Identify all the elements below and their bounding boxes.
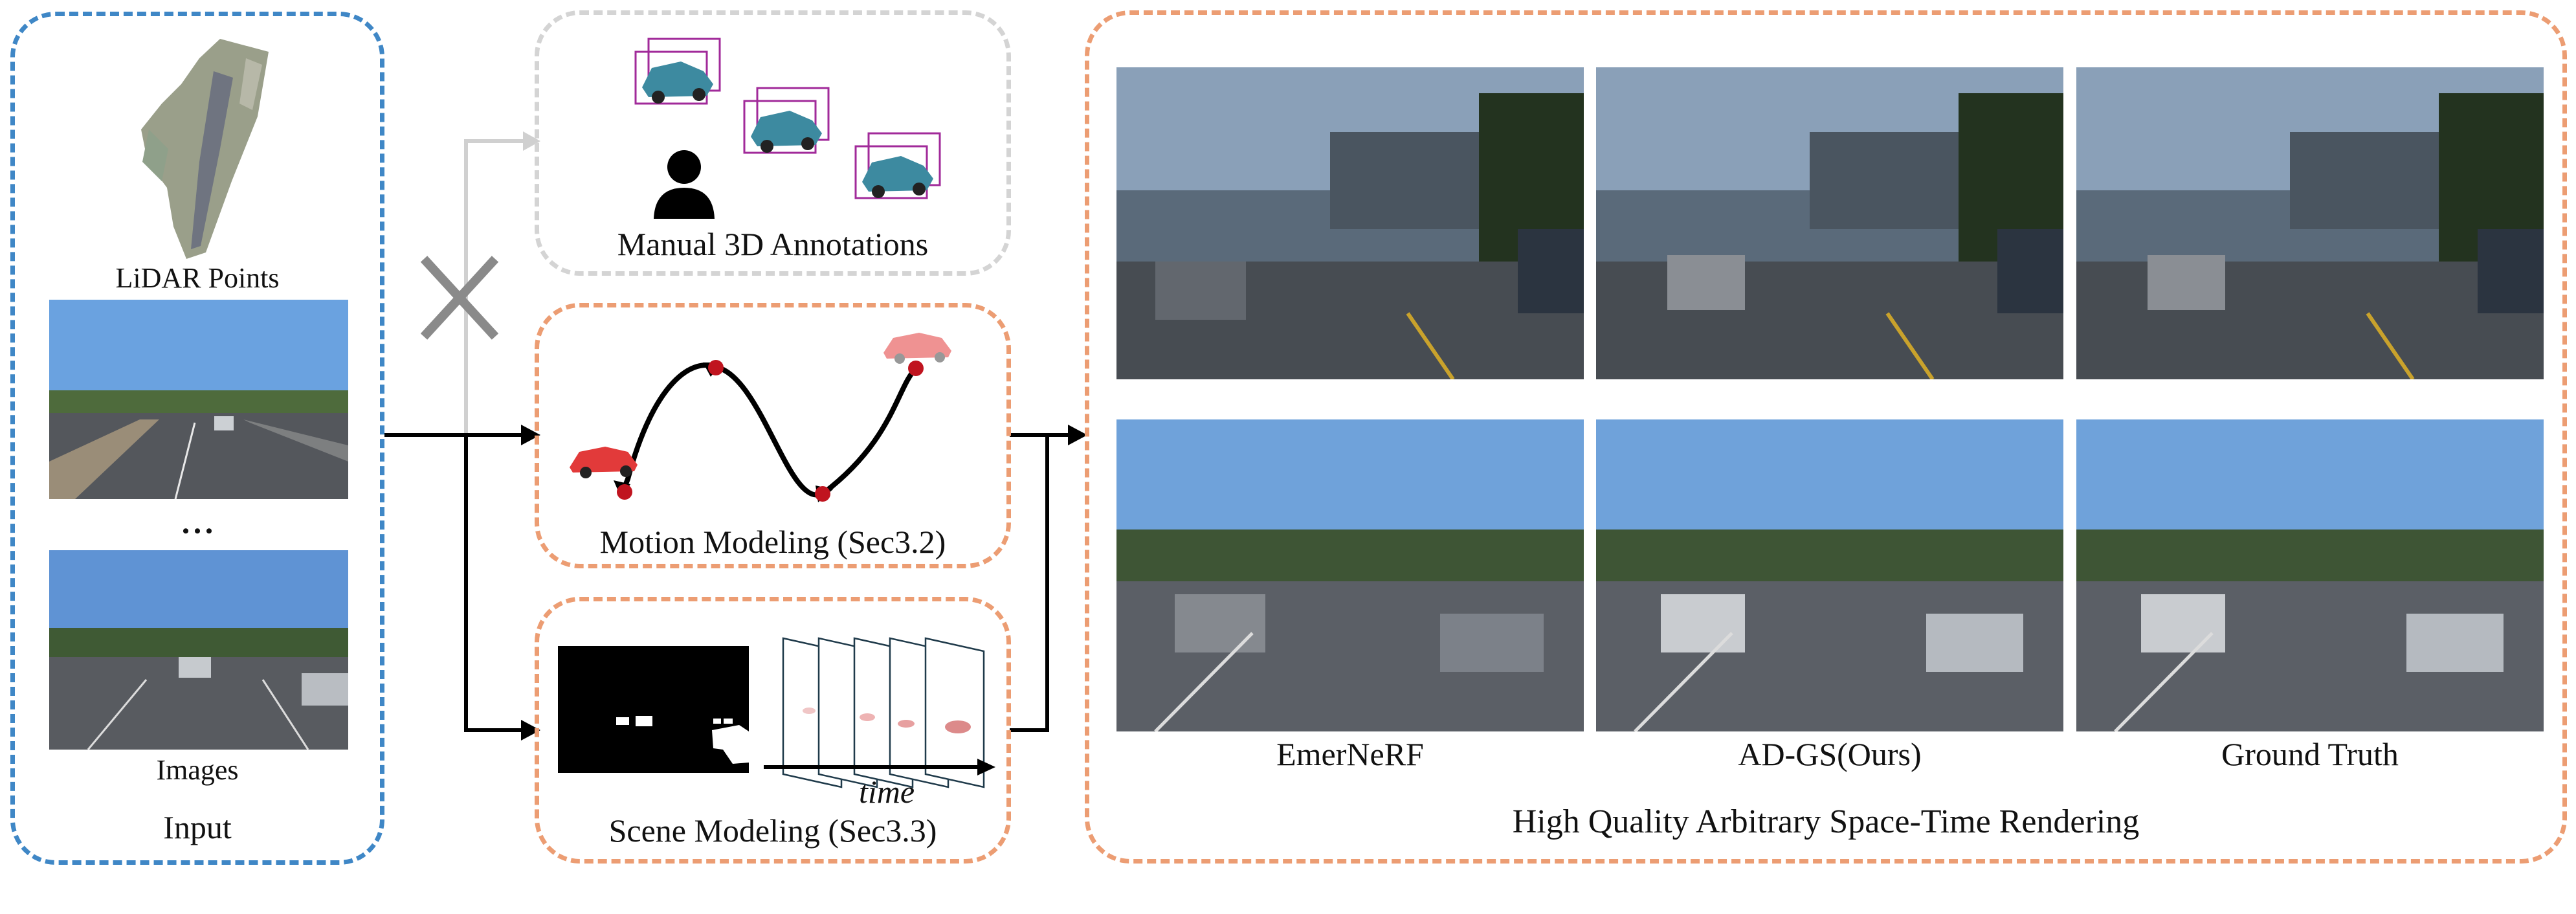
car-icon	[883, 333, 951, 364]
render-emernerf-scene-2	[1116, 419, 1584, 731]
input-image-2	[49, 550, 348, 750]
input-image-1	[49, 300, 348, 499]
annotated-car-icon	[854, 132, 941, 199]
manual-annotations-label: Manual 3D Annotations	[617, 226, 929, 262]
scene-modeling-label: Scene Modeling (Sec3.3)	[608, 812, 937, 849]
images-label: Images	[156, 754, 239, 786]
annotated-car-icon	[743, 87, 830, 154]
annotated-car-icon	[634, 38, 721, 105]
render-adgs-scene-2	[1596, 419, 2063, 731]
scene-mask-image	[558, 646, 749, 773]
render-emernerf-scene-1	[1116, 67, 1584, 379]
render-adgs-scene-1	[1596, 67, 2063, 379]
annotator-person-icon	[654, 150, 715, 219]
motion-modeling-panel	[535, 303, 1011, 568]
manual-annotations-panel	[535, 10, 1011, 276]
scene-modeling-panel	[535, 597, 1011, 864]
time-label: time	[858, 774, 915, 810]
lidar-point-cloud-image	[123, 32, 278, 265]
render-ground-truth-scene-2	[2076, 419, 2544, 731]
render-ground-truth-scene-1	[2076, 67, 2544, 379]
motion-modeling-label: Motion Modeling (Sec3.2)	[599, 524, 946, 560]
motion-trajectory-diagram	[570, 333, 951, 502]
rendering-panel	[1085, 10, 2567, 864]
input-title: Input	[163, 809, 232, 845]
time-axis-arrow	[764, 759, 995, 775]
column-label-ground-truth: Ground Truth	[2221, 736, 2399, 772]
lidar-points-label: LiDAR Points	[115, 262, 280, 294]
column-label-emernerf: EmerNeRF	[1276, 736, 1424, 772]
car-icon	[570, 447, 638, 478]
rendering-title: High Quality Arbitrary Space-Time Render…	[1512, 803, 2140, 840]
input-panel	[10, 12, 384, 865]
ellipsis: • • •	[182, 520, 213, 542]
time-frames-stack	[782, 637, 985, 788]
column-label-adgs: AD-GS(Ours)	[1738, 736, 1922, 772]
